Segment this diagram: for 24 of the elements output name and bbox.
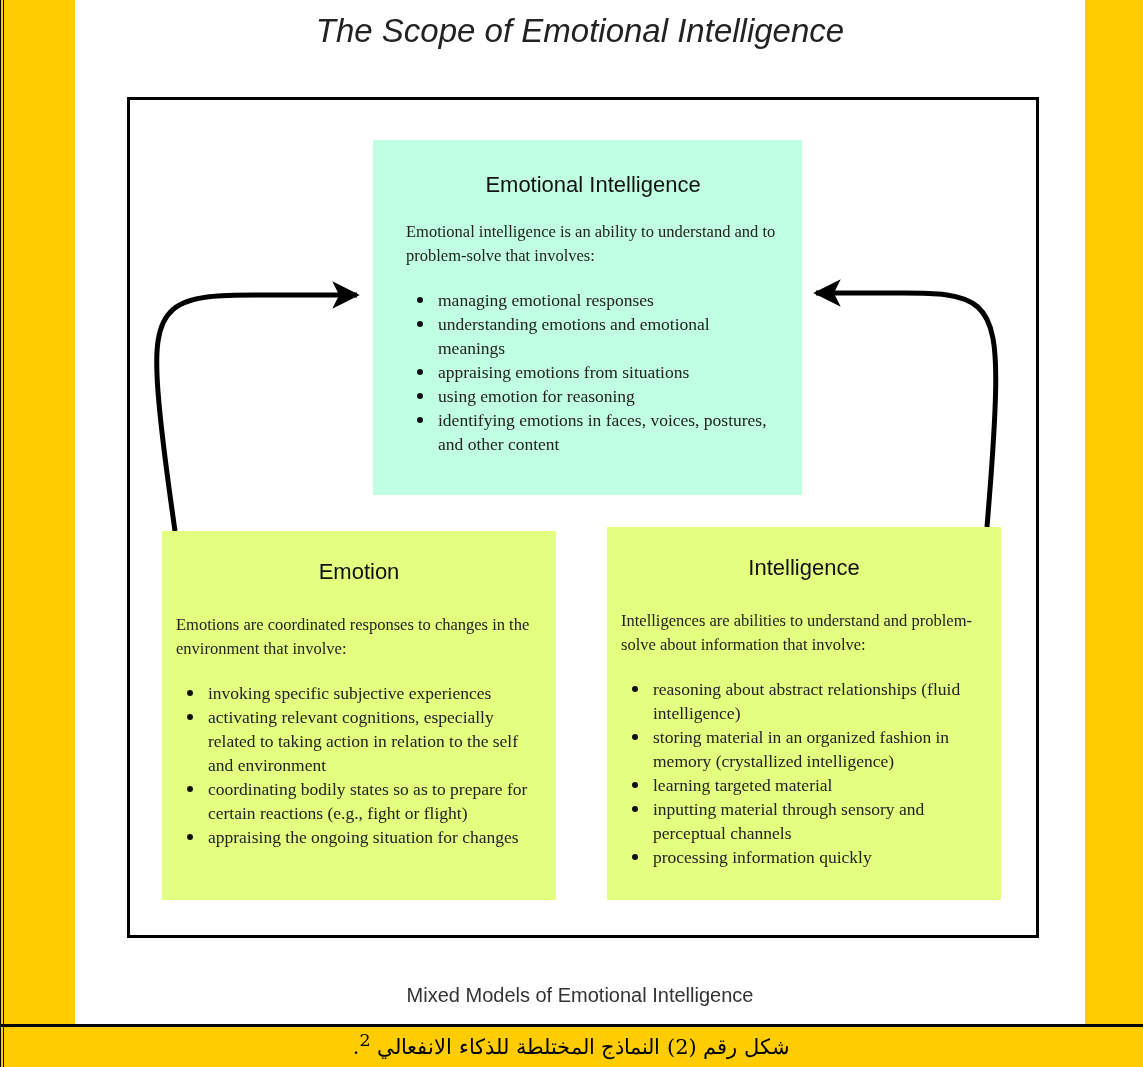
curved-arrow bbox=[154, 281, 360, 532]
bullet-item: managing emotional responses bbox=[438, 288, 780, 312]
bullet-item: coordinating bodily states so as to prepare for certain reactions (e.g., fight or flight) bbox=[208, 777, 542, 825]
bullet-item: reasoning about abstract relationships (fluid intelligence) bbox=[653, 677, 987, 725]
diagram-title: The Scope of Emotional Intelligence bbox=[314, 12, 846, 50]
box-heading: Emotional Intelligence bbox=[484, 172, 702, 198]
bullet-item: invoking specific subjective experiences bbox=[208, 681, 542, 705]
bullet-item: storing material in an organized fashion in memory (crystallized intelligence) bbox=[653, 725, 987, 773]
bullet-item: appraising emotions from situations bbox=[438, 360, 780, 384]
box-description: Emotions are coordinated responses to changes in the environment that involve: bbox=[176, 614, 531, 660]
box-description: Intelligences are abilities to understand and problem-solve about information that involve: bbox=[621, 610, 973, 656]
bullet-item: identifying emotions in faces, voices, postures, and other content bbox=[438, 408, 780, 456]
concept-box bbox=[162, 531, 556, 900]
concept-box bbox=[607, 527, 1001, 900]
bullet-item: using emotion for reasoning bbox=[438, 384, 780, 408]
bullet-item: processing information quickly bbox=[653, 845, 987, 869]
figure-subtitle: Mixed Models of Emotional Intelligence bbox=[405, 984, 755, 1007]
box-description: Emotional intelligence is an ability to understand and to problem-solve that involves: bbox=[406, 221, 777, 267]
box-heading: Emotion bbox=[317, 559, 401, 585]
box-heading: Intelligence bbox=[747, 555, 861, 581]
bullet-item: learning targeted material bbox=[653, 773, 987, 797]
bullet-item: appraising the ongoing situation for changes bbox=[208, 825, 542, 849]
concept-box bbox=[373, 140, 802, 495]
curved-arrow bbox=[813, 279, 999, 528]
